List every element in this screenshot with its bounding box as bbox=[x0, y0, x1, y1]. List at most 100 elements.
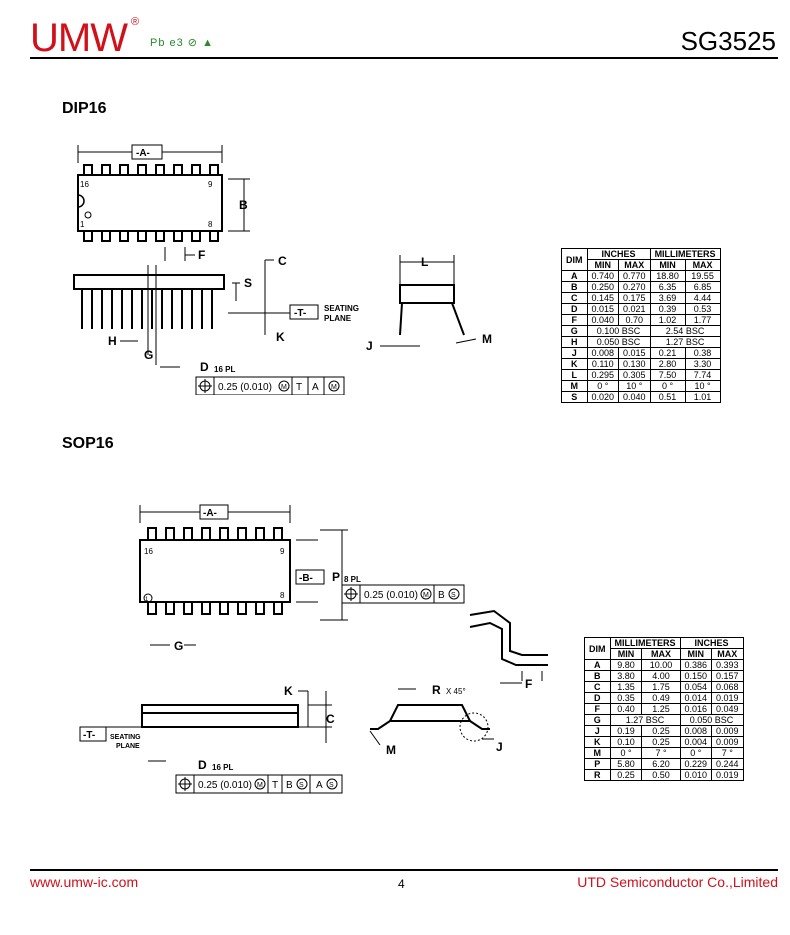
sop16-d-label: D bbox=[198, 758, 207, 772]
sop16-r-x45: X 45° bbox=[446, 687, 466, 696]
sop16-a-label: -A- bbox=[203, 508, 217, 519]
dim-key: F bbox=[561, 314, 588, 326]
dim-value: 3.30 bbox=[684, 358, 721, 370]
dim-value: 9.80 bbox=[609, 659, 643, 671]
dip16-pin9: 9 bbox=[208, 180, 213, 189]
dim-key: C bbox=[584, 681, 611, 693]
dim-value: 0.009 bbox=[711, 725, 744, 737]
dim-value: 0.014 bbox=[679, 692, 713, 704]
dim-value: 0.740 bbox=[586, 270, 620, 282]
sop16-top-pins bbox=[147, 527, 283, 615]
dip16-pin16: 16 bbox=[80, 180, 89, 189]
dip16-m-label: M bbox=[482, 332, 492, 346]
dim-value: 6.85 bbox=[684, 281, 721, 293]
dip16-side-body bbox=[73, 274, 225, 290]
sop16-pin16: 16 bbox=[144, 547, 153, 556]
sop16-g-label: G bbox=[174, 639, 183, 653]
dim-value: 0.386 bbox=[679, 659, 713, 671]
dip16-top-pins bbox=[83, 164, 219, 242]
svg-text:A: A bbox=[316, 780, 323, 791]
dim-value: 0.19 bbox=[609, 725, 643, 737]
dip16-end-body bbox=[399, 284, 455, 304]
dim-value: 6.35 bbox=[649, 281, 686, 293]
dip16-tol-value: 0.25 (0.010) bbox=[218, 382, 272, 393]
footer-website: www.umw-ic.com bbox=[30, 874, 139, 890]
dip16-k-label: K bbox=[276, 330, 285, 344]
dip16-seating: SEATING bbox=[324, 304, 359, 313]
svg-text:B: B bbox=[286, 780, 293, 791]
dim-value: 0 ° bbox=[609, 747, 643, 759]
sop16-seating: SEATING bbox=[110, 734, 141, 741]
dim-value: 0.250 bbox=[586, 281, 620, 293]
dim-key: D bbox=[561, 303, 588, 315]
dim-value: 0.50 bbox=[641, 769, 681, 781]
dip16-g-label: G bbox=[144, 348, 153, 362]
sop16-r-label: R bbox=[432, 683, 441, 697]
sop16-b-label: -B- bbox=[299, 573, 313, 584]
dim-value: 0.015 bbox=[586, 303, 620, 315]
brand-logo: UMW bbox=[30, 16, 128, 60]
dim-value: 0.009 bbox=[711, 736, 744, 748]
dim-value: 0 ° bbox=[586, 380, 620, 392]
sop16-drawing: 16 9 1 8 -A- -B- P 8 PL 0.25 (0.010) M B… bbox=[79, 504, 548, 794]
dim-value: 0.145 bbox=[586, 292, 620, 304]
dim-value: 1.35 bbox=[609, 681, 643, 693]
dim-value: 2.54 BSC bbox=[649, 325, 721, 337]
dim-key: K bbox=[561, 358, 588, 370]
dim-value: 1.27 BSC bbox=[649, 336, 721, 348]
svg-text:M: M bbox=[281, 384, 287, 391]
dim-key: B bbox=[561, 281, 588, 293]
dim-value: 0.049 bbox=[711, 703, 744, 715]
svg-text:M: M bbox=[257, 782, 263, 789]
dim-key: G bbox=[561, 325, 588, 337]
dim-value: 1.02 bbox=[649, 314, 686, 326]
sop16-d-tolerance-frame bbox=[175, 774, 343, 794]
dim-value: 0.244 bbox=[711, 758, 744, 770]
sop16-pin8: 8 bbox=[280, 591, 285, 600]
dim-value: 0.100 BSC bbox=[586, 325, 651, 337]
svg-text:S: S bbox=[329, 782, 334, 789]
dim-key: K bbox=[584, 736, 611, 748]
dip16-top-body bbox=[77, 174, 223, 232]
svg-text:S: S bbox=[299, 782, 304, 789]
dip16-j-label: J bbox=[366, 339, 373, 353]
svg-text:A: A bbox=[312, 382, 319, 393]
part-number: SG3525 bbox=[680, 26, 776, 56]
dim-value: 0.020 bbox=[586, 391, 620, 403]
dim-value: 0.51 bbox=[649, 391, 686, 403]
sop16-f-label: F bbox=[525, 677, 532, 691]
dim-value: 2.80 bbox=[649, 358, 686, 370]
dim-value: 0.25 bbox=[641, 736, 681, 748]
dim-value: 0.016 bbox=[679, 703, 713, 715]
sop16-t-label: -T- bbox=[83, 730, 95, 741]
dim-key: M bbox=[561, 380, 588, 392]
dim-value: 18.80 bbox=[649, 270, 686, 282]
dim-value: 4.00 bbox=[641, 670, 681, 682]
dip16-l-label: L bbox=[421, 255, 428, 269]
dip16-t-label: -T- bbox=[294, 308, 306, 319]
dim-value: 0 ° bbox=[679, 747, 713, 759]
dim-key: J bbox=[561, 347, 588, 359]
dim-key: R bbox=[584, 769, 611, 781]
dip16-h-label: H bbox=[108, 334, 117, 348]
dim-value: 0.157 bbox=[711, 670, 744, 682]
dim-value: 0.393 bbox=[711, 659, 744, 671]
dim-value: 1.25 bbox=[641, 703, 681, 715]
dim-key: B bbox=[584, 670, 611, 682]
dim-value: 0.019 bbox=[711, 769, 744, 781]
dim-key: C bbox=[561, 292, 588, 304]
dim-value: 0.35 bbox=[609, 692, 643, 704]
dim-key: S bbox=[561, 391, 588, 403]
svg-text:M: M bbox=[331, 384, 337, 391]
dip16-s-label: S bbox=[244, 276, 252, 290]
sop16-pin1: 1 bbox=[145, 597, 149, 603]
dim-value: 0.53 bbox=[684, 303, 721, 315]
svg-text:M: M bbox=[423, 592, 429, 599]
